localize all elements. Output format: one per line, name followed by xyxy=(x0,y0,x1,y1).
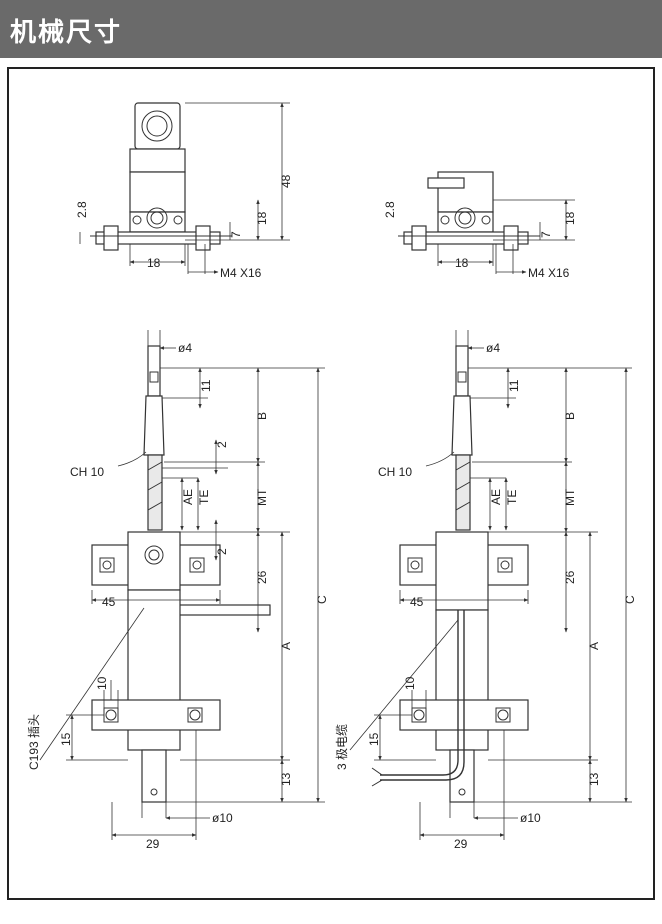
br-dim-45: 45 xyxy=(410,595,424,609)
bl-dim-mt: MT xyxy=(255,488,269,506)
br-dim-c: C xyxy=(623,595,637,604)
bl-dim-13: 13 xyxy=(279,772,293,786)
bottom-right-view: ø4 11 B CH 10 AE TE MT 26 45 C A 10 15 1… xyxy=(335,330,637,851)
br-dim-ch: CH 10 xyxy=(378,465,412,479)
br-dim-mt: MT xyxy=(563,488,577,506)
bl-dim-10: 10 xyxy=(95,676,109,690)
br-dim-ae: AE xyxy=(489,489,503,505)
section-header: 机械尺寸 xyxy=(0,0,662,58)
bl-dim-15: 15 xyxy=(59,732,73,746)
bl-dim-phi10: ø10 xyxy=(212,811,233,825)
tl-dim-48: 48 xyxy=(279,174,293,188)
tr-screw: M4 X16 xyxy=(528,266,570,280)
br-dim-10: 10 xyxy=(403,676,417,690)
br-dim-b: B xyxy=(563,412,577,420)
br-dim-13: 13 xyxy=(587,772,601,786)
bl-dim-a: A xyxy=(279,642,293,650)
br-dim-phi4: ø4 xyxy=(486,341,500,355)
tl-screw: M4 X16 xyxy=(220,266,262,280)
br-dim-a: A xyxy=(587,642,601,650)
top-left-view: 2.8 48 18 7 18 M4 X16 xyxy=(75,102,293,280)
br-dim-11: 11 xyxy=(507,379,521,392)
bl-dim-ch: CH 10 xyxy=(70,465,104,479)
tr-dim-7: 7 xyxy=(539,231,553,238)
bl-dim-te: TE xyxy=(197,490,211,505)
br-dim-15: 15 xyxy=(367,732,381,746)
tr-dim-28: 2.8 xyxy=(383,201,397,218)
bl-dim-2a: 2 xyxy=(215,441,229,448)
br-dim-phi10: ø10 xyxy=(520,811,541,825)
br-cable-label: 3 极电缆 xyxy=(335,724,349,770)
tr-dim-18v: 18 xyxy=(563,211,577,225)
bl-dim-phi4: ø4 xyxy=(178,341,192,355)
bl-dim-b: B xyxy=(255,412,269,420)
tl-dim-28: 2.8 xyxy=(75,201,89,218)
bl-dim-c: C xyxy=(315,595,329,604)
bl-dim-11: 11 xyxy=(199,379,213,392)
section-title: 机械尺寸 xyxy=(10,18,123,48)
drawing-frame xyxy=(7,67,655,900)
br-dim-26: 26 xyxy=(563,570,577,584)
br-dim-te: TE xyxy=(505,490,519,505)
tl-dim-18v: 18 xyxy=(255,211,269,225)
bl-dim-2b: 2 xyxy=(215,548,229,555)
br-dim-29: 29 xyxy=(454,837,468,851)
bl-connector-label: C193 插头 xyxy=(27,714,41,770)
tr-dim-18h: 18 xyxy=(455,256,469,270)
bl-dim-ae: AE xyxy=(181,489,195,505)
bottom-left-view: ø4 11 B 2 CH 10 AE TE MT 2 26 45 C A 10 … xyxy=(27,330,329,851)
bl-dim-29: 29 xyxy=(146,837,160,851)
tl-dim-18h: 18 xyxy=(147,256,161,270)
bl-dim-45: 45 xyxy=(102,595,116,609)
tl-dim-7: 7 xyxy=(229,231,243,238)
bl-dim-26: 26 xyxy=(255,570,269,584)
top-right-view: 2.8 18 7 18 M4 X16 xyxy=(383,171,577,280)
